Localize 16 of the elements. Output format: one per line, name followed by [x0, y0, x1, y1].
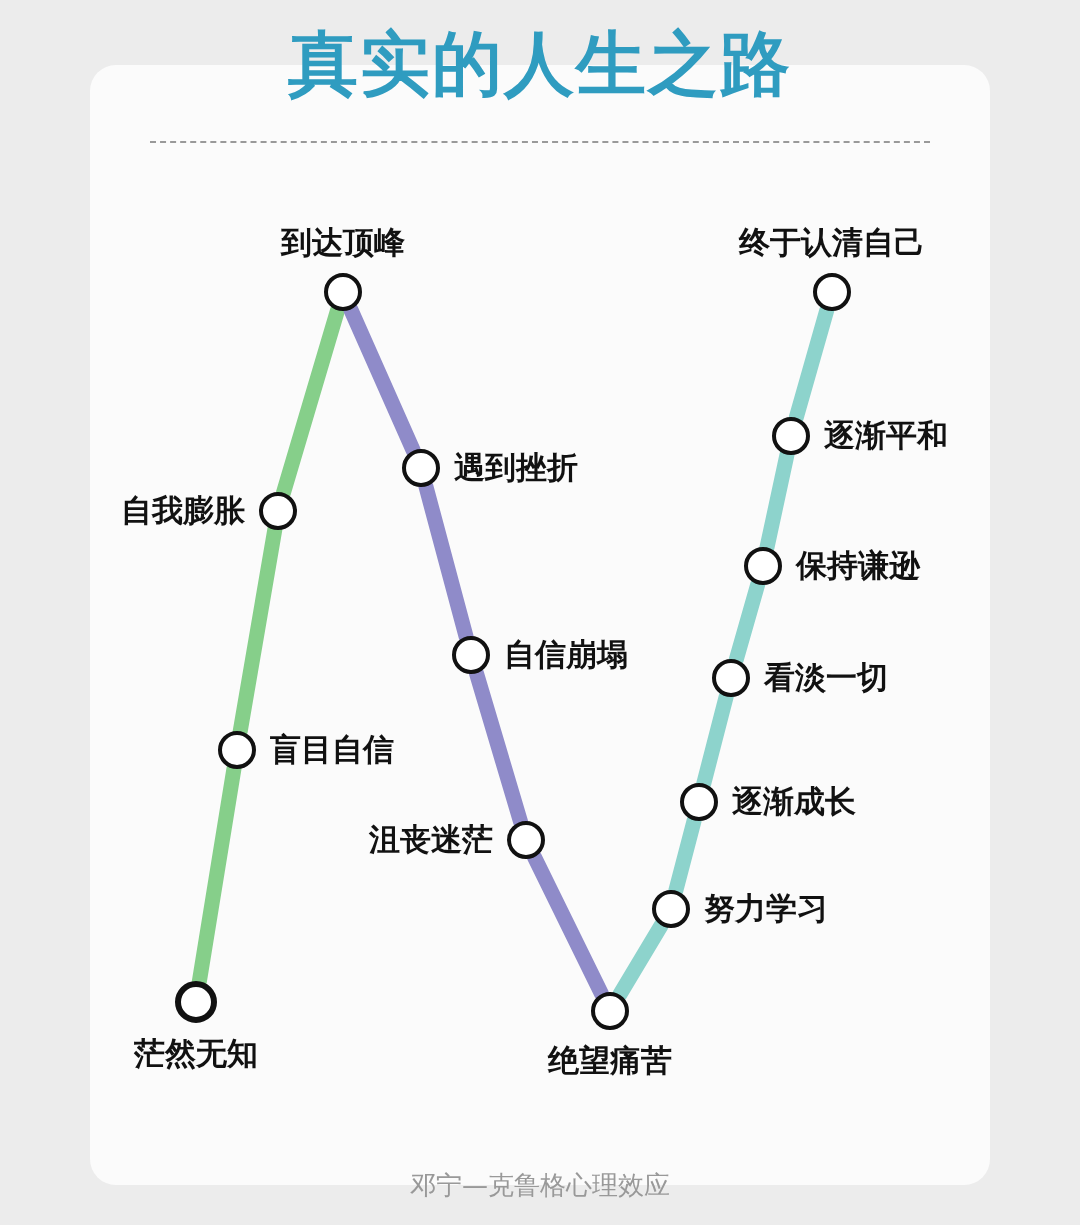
- station-label: 绝望痛苦: [548, 1042, 672, 1080]
- station-label: 看淡一切: [764, 659, 888, 697]
- station-label: 逐渐平和: [824, 417, 948, 455]
- station-label: 盲目自信: [270, 731, 394, 769]
- station-label: 到达顶峰: [281, 223, 405, 261]
- station-label: 自信崩塌: [504, 636, 628, 674]
- station-label: 终于认清自己: [739, 223, 925, 261]
- station-label: 逐渐成长: [732, 783, 856, 821]
- caption: 邓宁—克鲁格心理效应: [409, 1169, 671, 1202]
- station-label: 自我膨胀: [121, 492, 245, 530]
- station-label: 沮丧迷茫: [369, 821, 493, 859]
- station-label: 茫然无知: [134, 1035, 258, 1073]
- station-label: 保持谦逊: [796, 547, 920, 585]
- station-label: 遇到挫折: [454, 449, 578, 487]
- title: 真实的人生之路: [287, 22, 793, 107]
- station-label: 努力学习: [704, 890, 828, 928]
